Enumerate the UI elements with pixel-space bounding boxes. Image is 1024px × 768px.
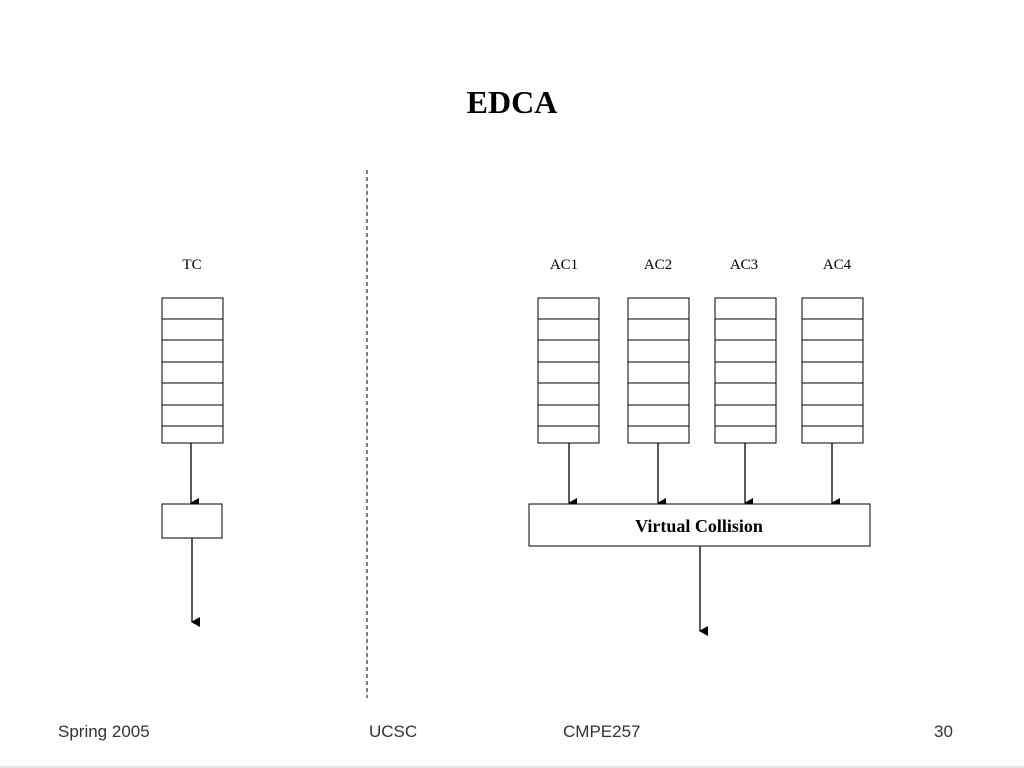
ac3-label: AC3: [730, 257, 758, 273]
footer-course: CMPE257: [563, 722, 641, 741]
footer-page-number: 30: [934, 722, 953, 741]
footer-rule: [0, 766, 1024, 768]
ac3-queue: [714, 297, 777, 444]
ac1-queue: [537, 297, 600, 444]
ac4-queue: [801, 297, 864, 444]
tc-output-box: [161, 503, 223, 539]
tc-queue: [161, 297, 224, 444]
ac1-label: AC1: [550, 257, 578, 273]
ac4-label: AC4: [823, 257, 852, 273]
footer-institution: UCSC: [369, 722, 418, 741]
footer-term: Spring 2005: [58, 722, 150, 741]
virtual-collision-box: [528, 503, 871, 547]
tc-label: TC: [182, 257, 201, 273]
ac2-queue: [627, 297, 690, 444]
slide-title: EDCA: [466, 84, 558, 120]
ac2-label: AC2: [644, 257, 672, 273]
virtual-collision-label: Virtual Collision: [635, 516, 763, 536]
